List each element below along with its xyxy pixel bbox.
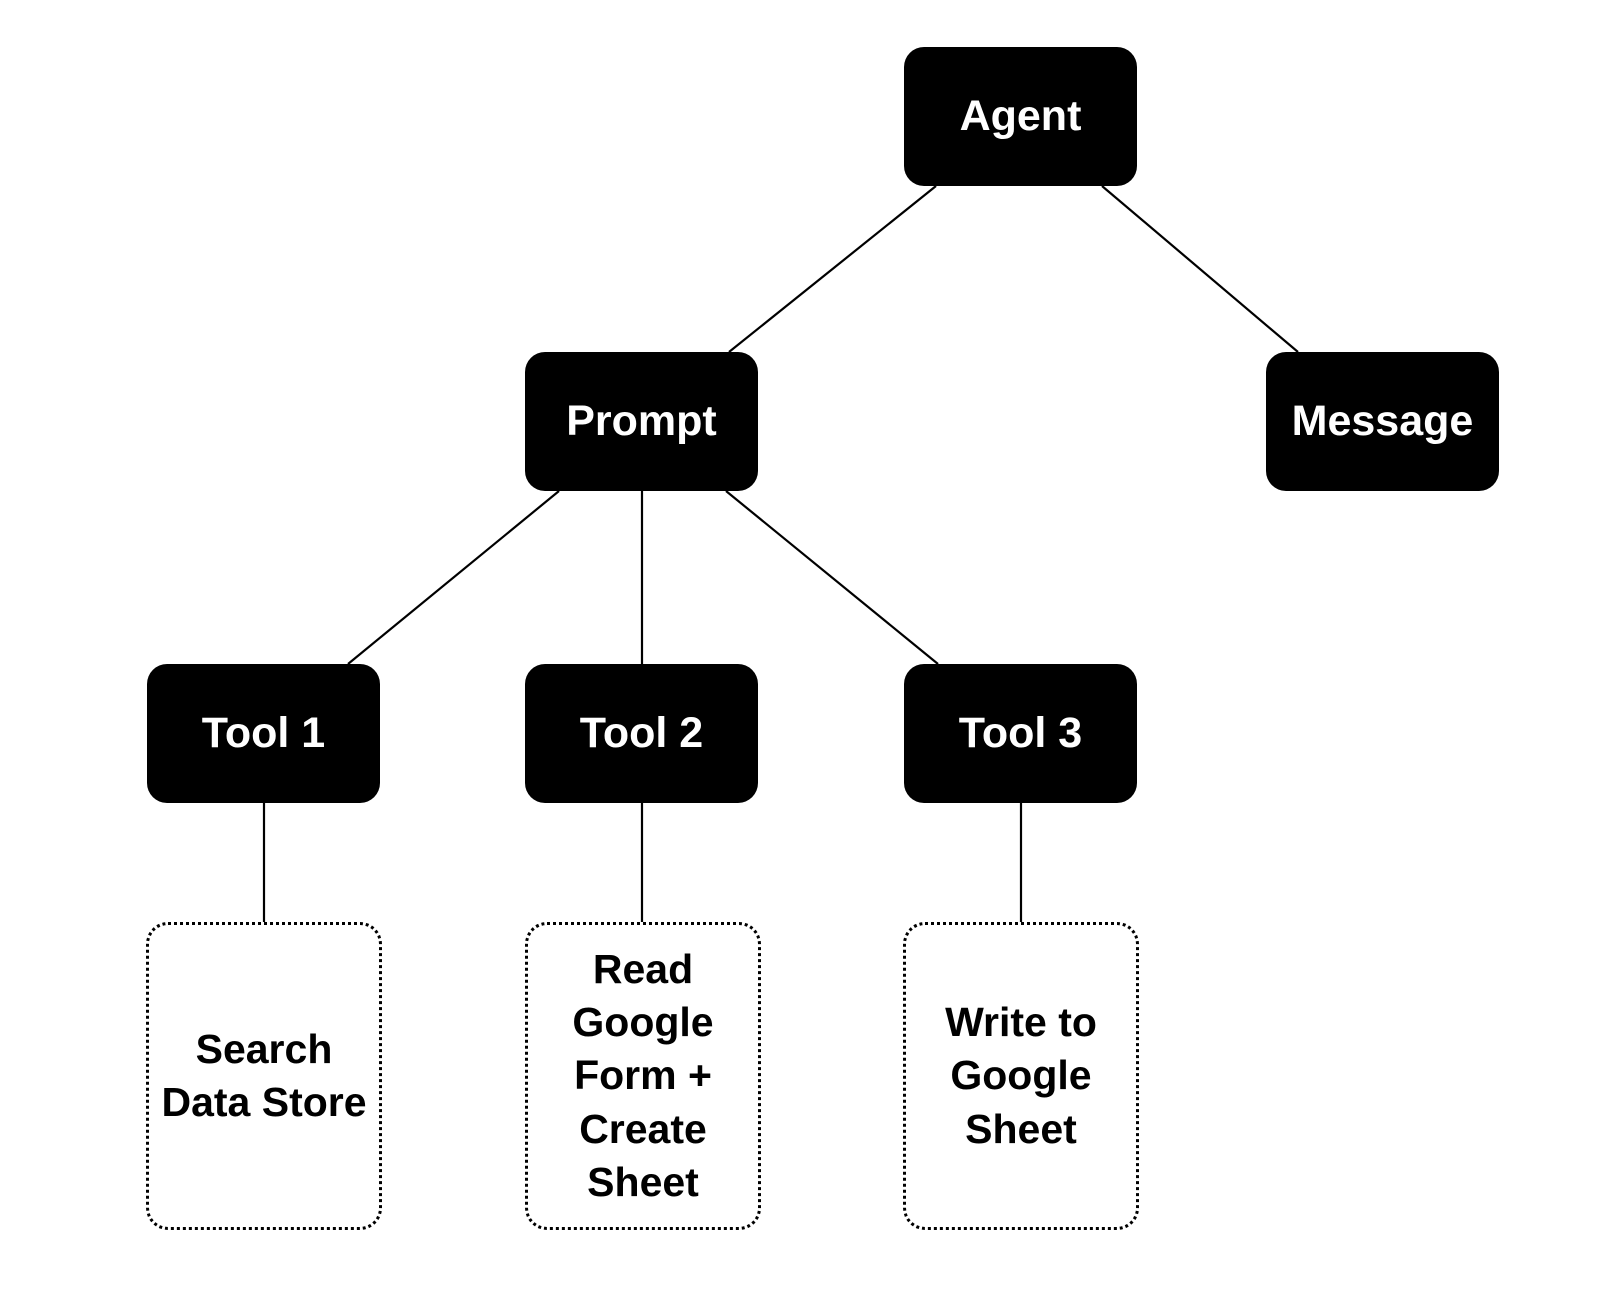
prompt-label: Prompt [566, 397, 717, 445]
tool-2-label: Tool 2 [579, 709, 704, 757]
action-2-line: Read [592, 945, 694, 992]
read-form-create-sheet-text: Read Google Form + Create Sheet [572, 943, 713, 1209]
action-3-line: Google [950, 1052, 1092, 1099]
edge-agent-message [1101, 185, 1299, 353]
agent-label: Agent [959, 92, 1082, 140]
write-google-sheet-text: Write to Google Sheet [945, 996, 1097, 1156]
search-data-store-node: Search Data Store [146, 922, 382, 1230]
message-node: Message [1266, 352, 1499, 491]
tool-1-label: Tool 1 [201, 709, 326, 757]
action-3-line: Write to [945, 999, 1097, 1046]
write-google-sheet-node: Write to Google Sheet [903, 922, 1139, 1230]
read-form-create-sheet-node: Read Google Form + Create Sheet [525, 922, 761, 1230]
edge-prompt-tool1 [347, 490, 560, 665]
action-3-line: Sheet [965, 1105, 1077, 1152]
edge-prompt-tool3 [725, 490, 939, 665]
agent-node: Agent [904, 47, 1137, 186]
edge-agent-prompt [728, 185, 937, 353]
action-1-line: Data Store [161, 1079, 367, 1125]
action-2-line: Form + [574, 1052, 712, 1099]
action-2-line: Google [572, 999, 714, 1046]
action-2-line: Create [579, 1105, 707, 1152]
action-2-line: Sheet [587, 1158, 699, 1205]
tool-3-node: Tool 3 [904, 664, 1137, 803]
action-1-line: Search [195, 1025, 333, 1072]
tool-2-node: Tool 2 [525, 664, 758, 803]
message-label: Message [1291, 397, 1474, 445]
search-data-store-text: Search Data Store [161, 1023, 366, 1130]
tool-1-node: Tool 1 [147, 664, 380, 803]
tool-3-label: Tool 3 [958, 709, 1083, 757]
prompt-node: Prompt [525, 352, 758, 491]
